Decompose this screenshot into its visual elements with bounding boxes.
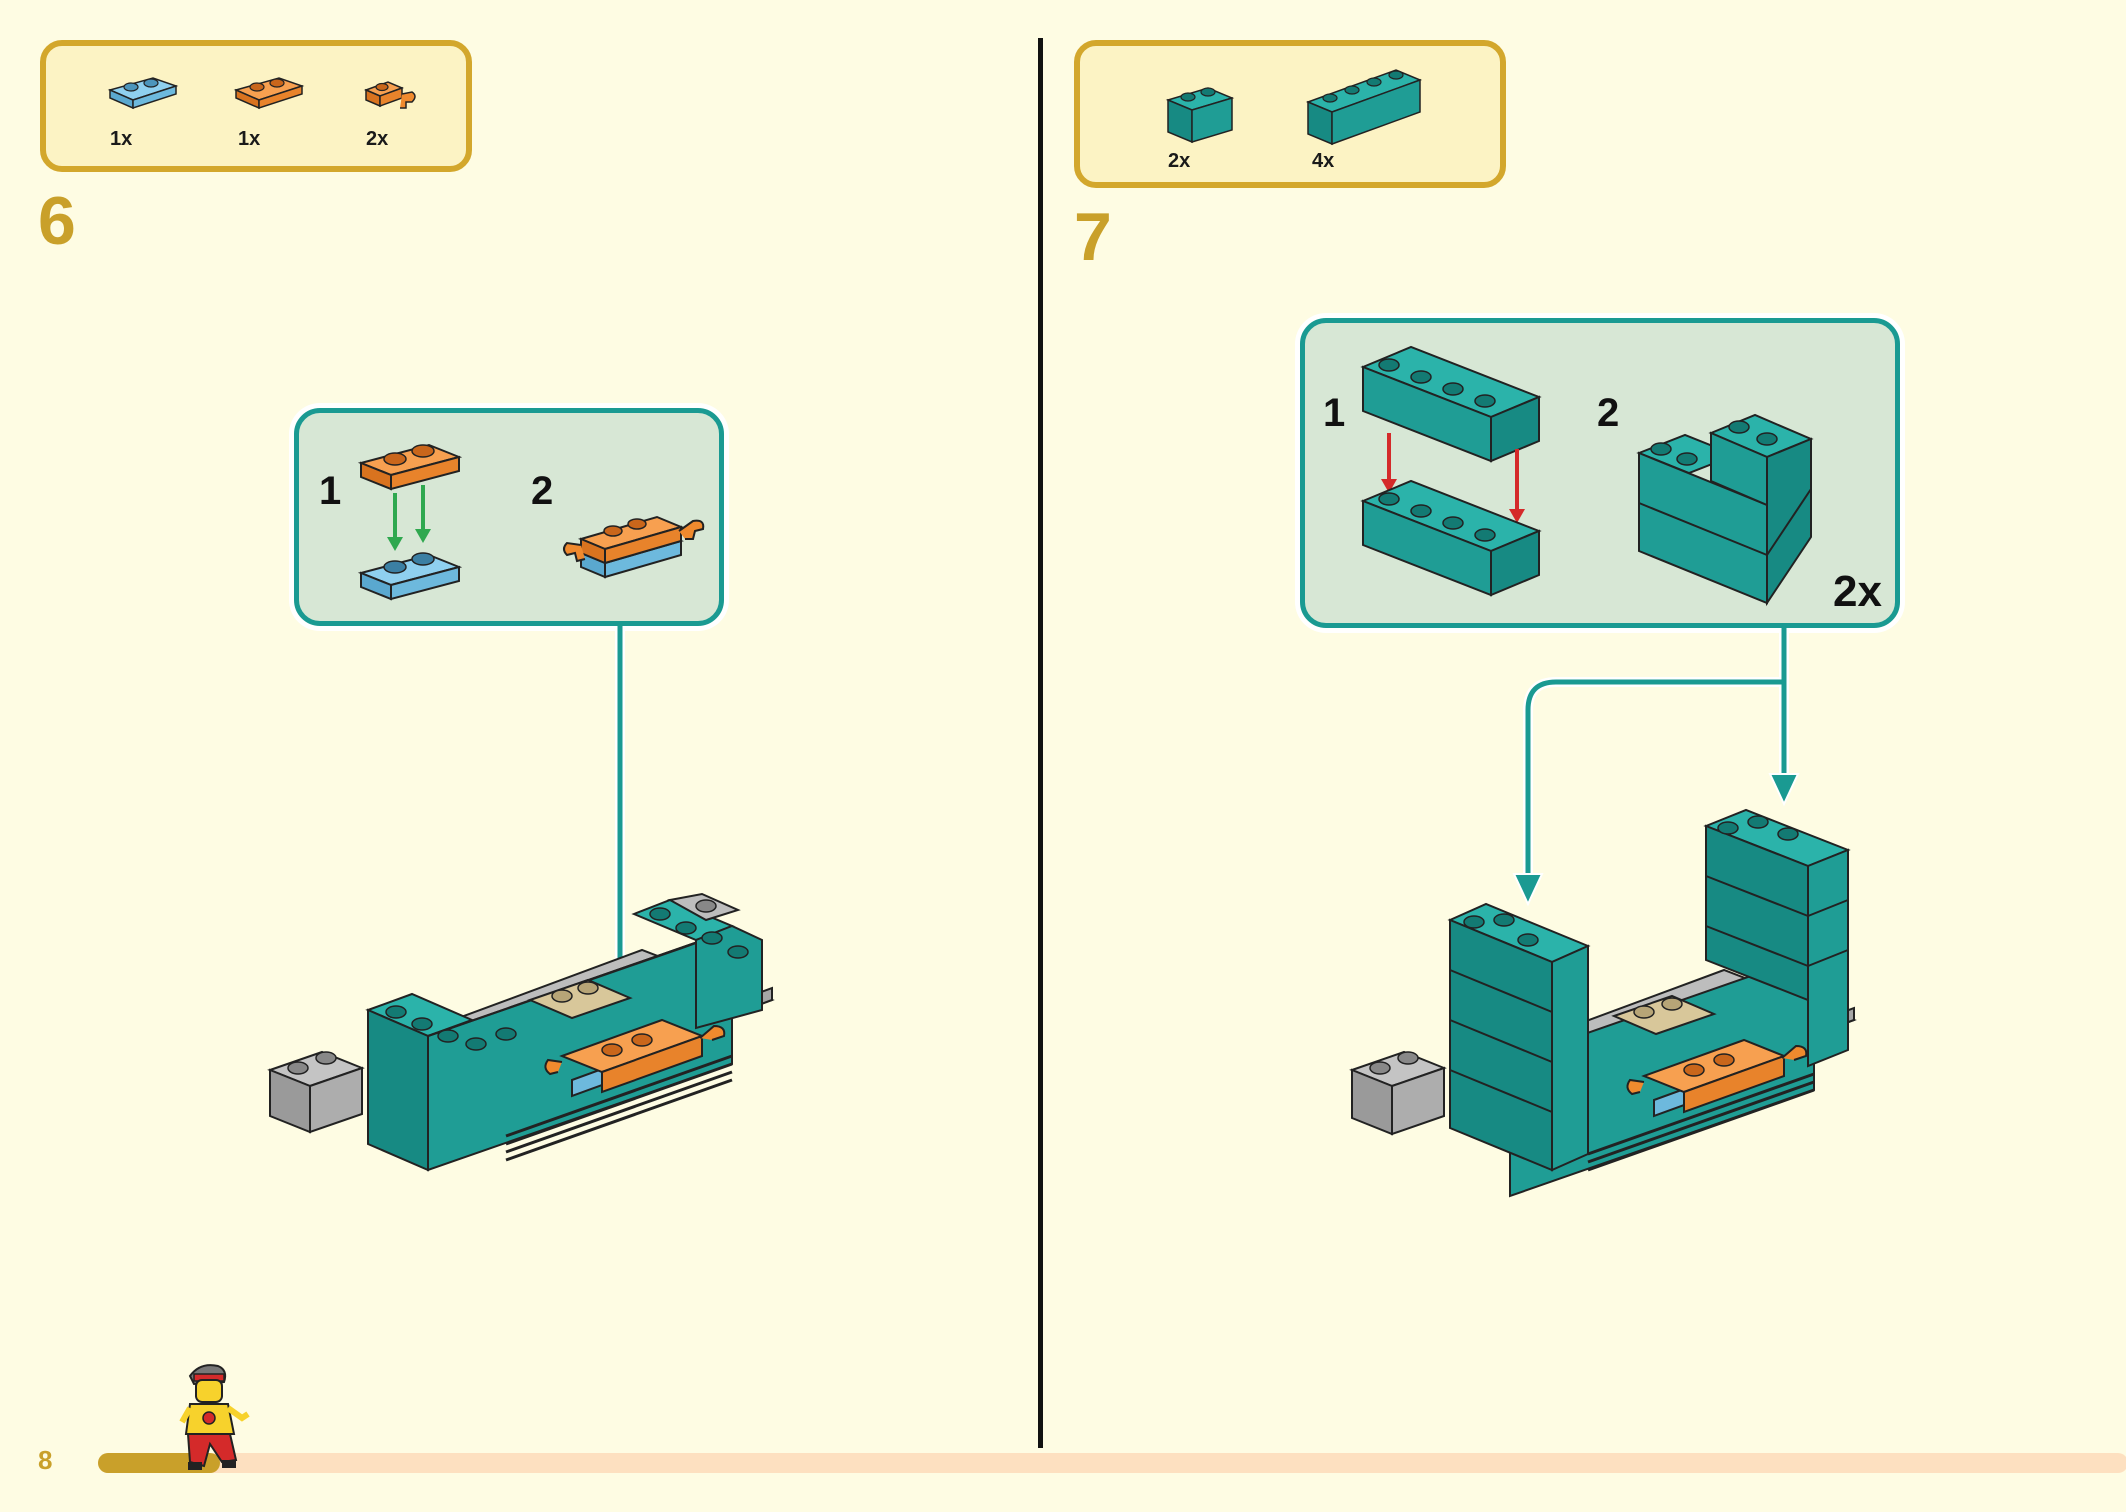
teal-brick-1x2-icon bbox=[1165, 87, 1235, 144]
part-count: 1x bbox=[110, 128, 133, 150]
orange-plate-1x2-icon bbox=[233, 77, 305, 110]
sub-step-2-illustration bbox=[1636, 413, 1814, 607]
part-count: 2x bbox=[1168, 150, 1191, 172]
orange-plate-with-clip-icon bbox=[363, 81, 416, 109]
main-model-step-7 bbox=[1349, 808, 1857, 1198]
sub-step-2-illustration bbox=[563, 515, 705, 579]
step-number: 6 bbox=[38, 183, 76, 259]
part-count: 1x bbox=[238, 128, 261, 150]
sub-assembly-callout-step-7: 1 2 2x bbox=[1300, 318, 1900, 628]
main-model-step-6 bbox=[267, 892, 775, 1172]
blue-plate-1x2-icon bbox=[107, 77, 179, 110]
parts-list-step-6: 1x 1x 2x bbox=[40, 40, 472, 172]
multiplier-label: 2x bbox=[1833, 567, 1882, 616]
part-count: 2x bbox=[366, 128, 389, 150]
sub-step-1-illustration bbox=[1360, 345, 1542, 597]
page-divider bbox=[1038, 38, 1043, 1448]
sub-step-number: 2 bbox=[1597, 391, 1620, 435]
sub-step-1-illustration bbox=[357, 443, 463, 601]
sub-step-number: 2 bbox=[531, 469, 554, 513]
sub-step-number: 1 bbox=[319, 469, 342, 513]
minifigure-mascot-icon bbox=[179, 1364, 250, 1470]
teal-brick-1x4-icon bbox=[1305, 69, 1423, 146]
parts-list-step-7: 2x 4x bbox=[1074, 40, 1506, 188]
part-count: 4x bbox=[1312, 150, 1335, 172]
step-number: 7 bbox=[1074, 199, 1112, 275]
page-number: 8 bbox=[38, 1445, 53, 1475]
sub-assembly-callout-step-6: 1 2 bbox=[294, 408, 724, 626]
sub-step-number: 1 bbox=[1323, 391, 1346, 435]
progress-bar-track bbox=[98, 1453, 2126, 1473]
